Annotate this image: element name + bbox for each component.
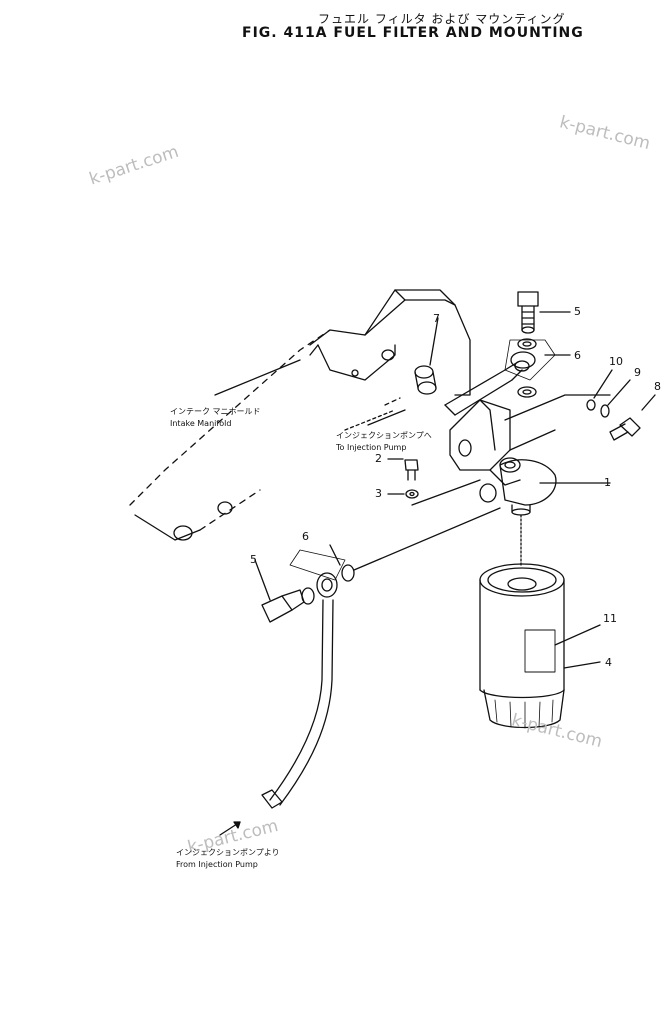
part-number-4: 4 [605,656,612,669]
part-6-washers-top [504,338,571,398]
jp-title: フュエル フィルタ および マウンティング [318,12,566,26]
filter-head [449,399,611,516]
part-number-7: 7 [433,312,440,325]
to-pump-jp: インジェクションポンプへ [336,431,432,440]
from-pump-en: From Injection Pump [176,860,258,869]
part-number-5-top: 5 [574,305,581,318]
part-number-5-lower: 5 [250,553,257,566]
part-7-sleeve [414,317,439,395]
to-pump-en: To Injection Pump [336,443,407,452]
intake-manifold [129,289,471,541]
part-2-3-bolt-washer [387,458,481,506]
part-number-8: 8 [654,380,661,393]
part-number-6-lower: 6 [302,530,309,543]
part-number-6-top: 6 [574,349,581,362]
lower-fuel-pipe [254,507,501,809]
to-pump-callout: インジェクションポンプへ To Injection Pump [336,430,432,454]
part-number-11: 11 [603,612,617,625]
intake-jp: インテーク マニホールド [170,407,261,416]
part-number-9: 9 [634,366,641,379]
part-5-bolt-top [517,291,571,334]
from-pump-jp: インジェクションポンプより [176,848,280,857]
part-4-filter-element [479,563,601,729]
intake-manifold-callout: インテーク マニホールド Intake Manifold [170,406,261,430]
parts-8-9-10 [586,369,656,441]
part-number-1: 1 [604,476,611,489]
figure-title: FIG. 411A FUEL FILTER AND MOUNTING [242,25,584,41]
part-number-2: 2 [375,452,382,465]
intake-en: Intake Manifold [170,419,232,428]
part-number-3: 3 [375,487,382,500]
from-pump-callout: インジェクションポンプより From Injection Pump [176,847,280,871]
part-number-10: 10 [609,355,623,368]
